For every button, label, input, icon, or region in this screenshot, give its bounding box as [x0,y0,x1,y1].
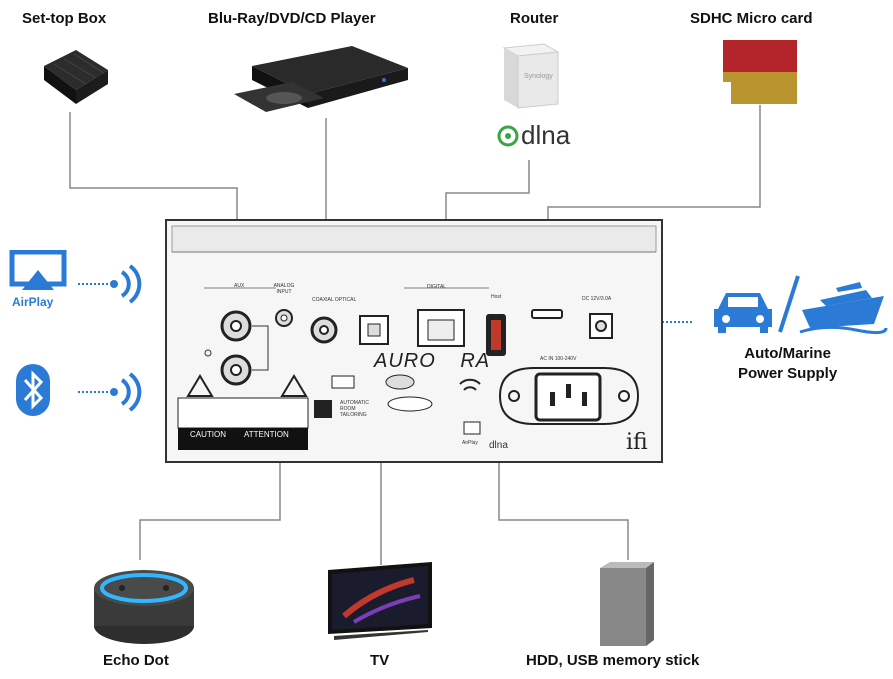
airplay-wireless-icon [110,264,142,304]
dc-in-label: DC 12V/3.0A [582,296,612,302]
digital-label: DIGITAL [427,284,447,290]
automatic-room-label: AUTOMATIC ROOM TAILORING [340,400,369,418]
power-supply-label: Auto/Marine Power Supply [738,345,838,382]
echo-dot-image [94,570,194,644]
svg-text:Synology: Synology [524,73,553,80]
airplay-dashes [78,283,108,285]
airplay-label: AirPlay [12,295,54,309]
hdd-label: HDD, USB memory stick [526,652,700,669]
host-label: Host [491,294,502,300]
airplay-icon [9,250,67,290]
analog-input-label: ANALOG INPUT [273,283,295,295]
bluetooth-icon [16,364,50,416]
set-top-box-image [44,50,108,104]
coax-optical-label: COAXIAL OPTICAL [312,297,357,303]
router-label: Router [510,10,559,27]
device-back-panel [165,219,663,463]
bluetooth-wireless-icon [110,372,142,412]
boat-icon [778,275,888,335]
dlna-logo: dlna [497,120,570,151]
tv-image [328,562,432,640]
airplay-small-label: AirPlay [462,440,478,446]
sdhc-label: SDHC Micro card [690,10,813,27]
car-icon [714,293,772,333]
ra-text: RA [460,350,491,372]
dlna-text: dlna [521,120,571,150]
dlna-icon [497,125,519,146]
aux-label: AUX [234,283,245,289]
ifi-logo: ifi [626,430,648,455]
hdd-image [600,562,654,646]
auro-text: AURO [374,350,436,372]
router-image: Synology [502,43,560,109]
bluray-player-image [234,46,408,112]
auro-logo: AURO RA [374,350,490,373]
set-top-box-label: Set-top Box [22,10,107,27]
attention-label: ATTENTION [244,430,289,439]
bluray-player-label: Blu-Ray/DVD/CD Player [208,10,376,27]
caution-label: CAUTION [190,430,226,439]
echo-dot-label: Echo Dot [103,652,169,669]
sdhc-card-image [723,40,797,104]
tv-label: TV [370,652,390,669]
bluetooth-dashes [78,391,108,393]
ac-in-label: AC IN 100-240V [540,356,577,362]
dlna-small-logo: dlna [489,440,508,451]
